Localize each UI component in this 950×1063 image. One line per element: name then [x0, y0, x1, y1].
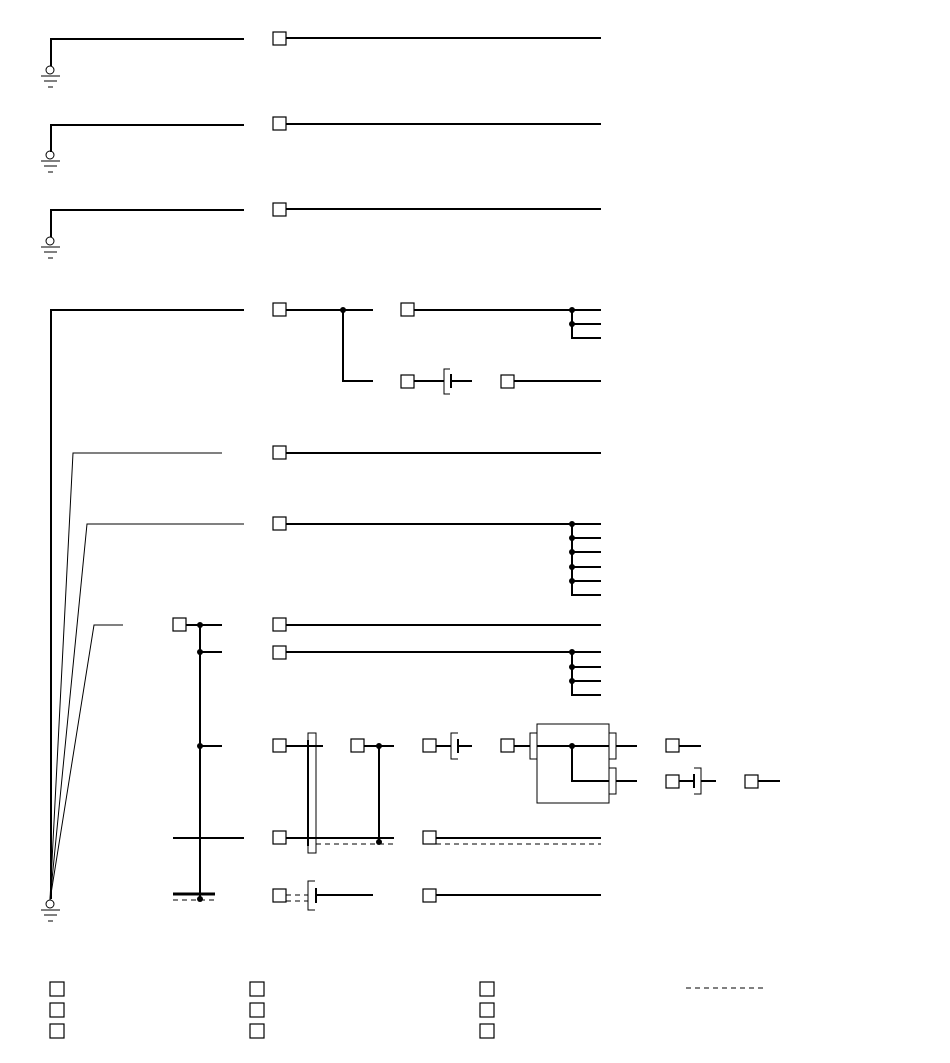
ground-circuit-2	[41, 116, 601, 173]
ground-symbol-icon	[41, 236, 60, 259]
connector-terminal	[500, 374, 515, 389]
legend-swatch	[249, 1002, 265, 1018]
connector-terminal	[172, 617, 187, 632]
branch-circuit-310	[272, 302, 601, 395]
connector-terminal	[350, 738, 365, 753]
legend-swatch	[479, 1002, 495, 1018]
legend-swatch	[479, 1023, 495, 1039]
connector-terminal	[422, 888, 437, 903]
component-block	[529, 723, 617, 804]
inline-connector-icon	[450, 732, 472, 760]
splice-dot	[569, 649, 575, 655]
splice-dot	[569, 664, 575, 670]
circuit-625	[272, 617, 601, 632]
splice-dot	[197, 743, 203, 749]
splice-dot	[569, 564, 575, 570]
splice-dot	[197, 649, 203, 655]
connector-terminal	[422, 738, 437, 753]
connector-terminal	[272, 116, 287, 131]
connector-terminal	[422, 830, 437, 845]
connector-terminal	[272, 830, 287, 845]
ground-symbol-icon	[41, 899, 60, 922]
splice-dot	[569, 578, 575, 584]
connector-terminal	[400, 302, 415, 317]
connector-terminal	[272, 888, 287, 903]
tall-connector-icon	[307, 732, 317, 854]
splice-dot	[569, 678, 575, 684]
splice-dot	[569, 521, 575, 527]
circuit-453	[272, 445, 601, 460]
ground-bus	[172, 617, 244, 902]
splice-dot	[197, 896, 203, 902]
legend-swatch	[249, 981, 265, 997]
splice-dot	[569, 743, 575, 749]
circuit-895	[272, 880, 601, 911]
circuit-524	[272, 516, 601, 596]
circuit-746	[272, 723, 780, 854]
connector-terminal	[272, 617, 287, 632]
connector-terminal	[665, 774, 680, 789]
connector-terminal	[272, 202, 287, 217]
ground-symbol-icon	[41, 65, 60, 88]
connector-terminal	[665, 738, 680, 753]
ground-symbol-icon	[41, 150, 60, 173]
inline-connector-icon	[307, 880, 373, 911]
ground-circuit-1	[41, 31, 601, 88]
legend-swatch	[49, 1002, 65, 1018]
connector-terminal	[272, 31, 287, 46]
inline-connector-icon	[443, 368, 472, 395]
legend-swatch	[249, 1023, 265, 1039]
splice-dot	[569, 549, 575, 555]
connector-terminal	[272, 516, 287, 531]
splice-dot	[197, 622, 203, 628]
connector-terminal	[272, 645, 287, 660]
splice-dot	[376, 743, 382, 749]
ground-circuit-3	[41, 202, 601, 259]
inline-connector-icon	[693, 767, 716, 795]
connector-terminal	[744, 774, 759, 789]
connector-terminal	[272, 445, 287, 460]
splice-dot	[569, 535, 575, 541]
legend-swatch	[49, 1023, 65, 1039]
circuit-838	[272, 830, 601, 845]
connector-terminal	[500, 738, 515, 753]
legend-swatch	[479, 981, 495, 997]
connector-terminal	[272, 738, 287, 753]
connector-terminal	[272, 302, 287, 317]
legend	[49, 981, 766, 1039]
main-ground-tree	[41, 309, 244, 922]
legend-swatch	[49, 981, 65, 997]
circuit-652	[272, 645, 601, 696]
connector-terminal	[400, 374, 415, 389]
